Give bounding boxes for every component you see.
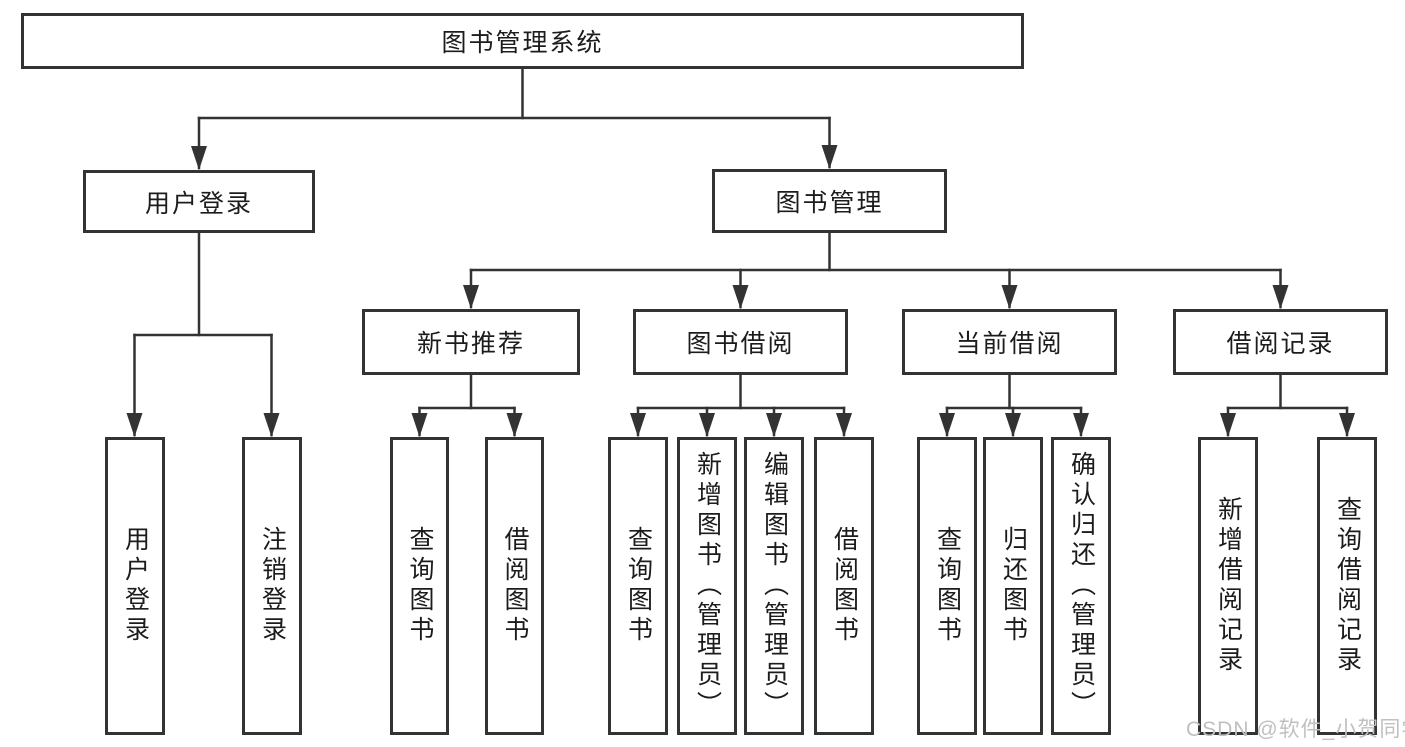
leaf-borrow-books: 借阅图书 [814, 437, 874, 735]
leaf-borrow-books-recommend: 借阅图书 [485, 437, 544, 735]
node-user-login: 用户登录 [83, 170, 315, 233]
leaf-query-books-current: 查询图书 [917, 437, 977, 735]
leaf-logout: 注销登录 [242, 437, 302, 735]
leaf-confirm-return-admin: 确认归还（管理员） [1051, 437, 1111, 735]
node-book-management: 图书管理 [712, 169, 947, 233]
leaf-query-books-recommend: 查询图书 [390, 437, 449, 735]
leaf-add-books-admin: 新增图书（管理员） [677, 437, 737, 735]
node-library-system: 图书管理系统 [21, 13, 1024, 69]
leaf-query-borrow-record: 查询借阅记录 [1317, 437, 1377, 735]
leaf-return-books: 归还图书 [983, 437, 1043, 735]
leaf-add-borrow-record: 新增借阅记录 [1198, 437, 1258, 735]
node-current-borrow: 当前借阅 [902, 309, 1117, 375]
node-book-borrow: 图书借阅 [633, 309, 848, 375]
leaf-query-books-borrow: 查询图书 [608, 437, 668, 735]
leaf-edit-books-admin: 编辑图书（管理员） [744, 437, 804, 735]
csdn-watermark: CSDN @软件_小贺同学 [1186, 718, 1405, 741]
node-new-book-recommend: 新书推荐 [362, 309, 580, 375]
leaf-user-login: 用户登录 [105, 437, 165, 735]
node-borrow-records: 借阅记录 [1173, 309, 1388, 375]
